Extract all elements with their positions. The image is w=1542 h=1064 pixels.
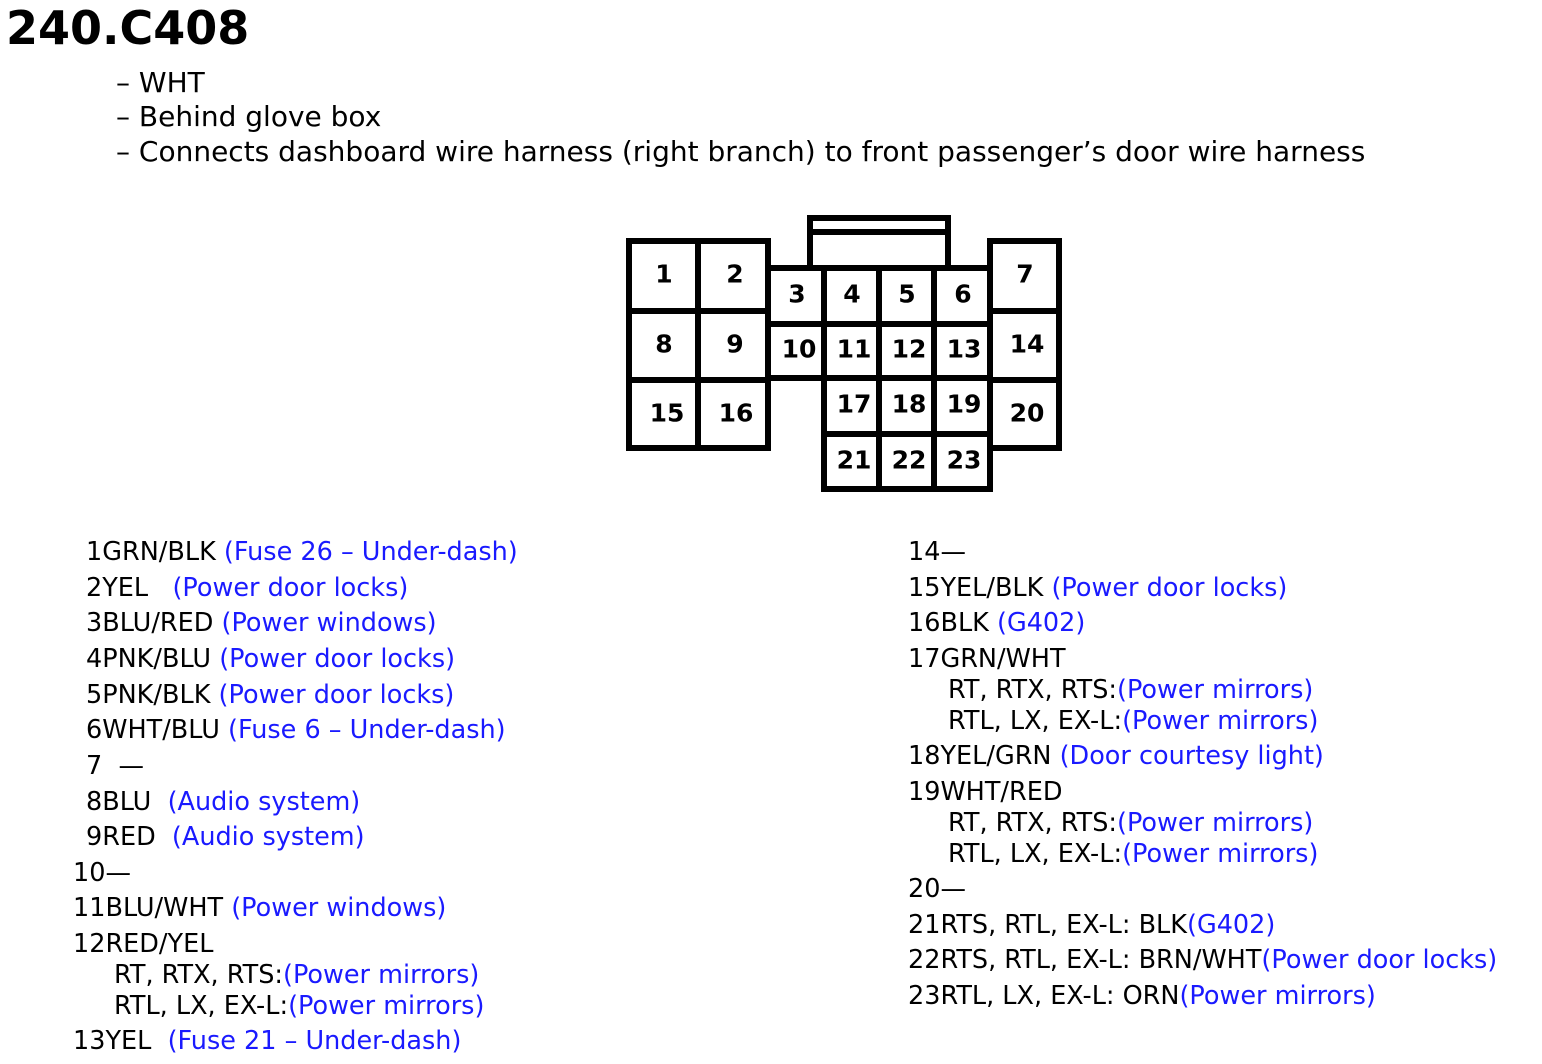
pin-cavity-7: 7: [1016, 260, 1033, 289]
pin-entry-20: 20—: [908, 874, 966, 904]
pin-entry-17: 17GRN/WHT: [908, 644, 1066, 674]
pin-cavity-4: 4: [843, 280, 860, 309]
pin-cavity-17: 17: [837, 390, 872, 419]
pin-cavity-19: 19: [947, 390, 982, 419]
pin-entry-8: 8BLU (Audio system): [86, 787, 361, 817]
pin-entry-1: 1GRN/BLK (Fuse 26 – Under-dash): [86, 537, 518, 567]
pin-entry-10: 10—: [73, 858, 131, 888]
pin-entry-5: 5PNK/BLK (Power door locks): [86, 680, 455, 710]
pin-entry-3: 3BLU/RED (Power windows): [86, 608, 437, 638]
connector-location-note: – Behind glove box: [116, 100, 382, 133]
pin-entry-13: 13YEL (Fuse 21 – Under-dash): [73, 1026, 462, 1056]
connector-color-note: – WHT: [116, 66, 205, 99]
pin-cavity-16: 16: [719, 399, 754, 428]
pin-entry-11: 11BLU/WHT (Power windows): [73, 893, 447, 923]
pin-cavity-9: 9: [726, 330, 743, 359]
pin-cavity-20: 20: [1010, 399, 1045, 428]
connector-title: 240.C408: [6, 1, 250, 55]
pin-cavity-5: 5: [898, 280, 915, 309]
pin-entry-16: 16BLK (G402): [908, 608, 1086, 638]
pin-cavity-22: 22: [892, 446, 927, 475]
pin-cavity-10: 10: [782, 335, 817, 364]
pin-entry-12-variant-1: RT, RTX, RTS:(Power mirrors): [114, 960, 480, 990]
pin-cavity-6: 6: [954, 280, 971, 309]
pin-cavity-23: 23: [947, 446, 982, 475]
pin-entry-17-variant-2: RTL, LX, EX-L:(Power mirrors): [948, 706, 1319, 736]
pin-entry-6: 6WHT/BLU (Fuse 6 – Under-dash): [86, 715, 506, 745]
pin-entry-23: 23RTL, LX, EX-L: ORN(Power mirrors): [908, 981, 1376, 1011]
pin-entry-18: 18YEL/GRN (Door courtesy light): [908, 741, 1324, 771]
pin-cavity-13: 13: [947, 335, 982, 364]
pin-entry-15: 15YEL/BLK (Power door locks): [908, 573, 1288, 603]
locking-tab: [807, 215, 951, 271]
pin-entry-2: 2YEL (Power door locks): [86, 573, 409, 603]
pin-entry-21: 21RTS, RTL, EX-L: BLK(G402): [908, 910, 1276, 940]
pin-cavity-2: 2: [726, 260, 743, 289]
right-pin-block: [987, 238, 1062, 451]
pin-entry-12-variant-2: RTL, LX, EX-L:(Power mirrors): [114, 991, 485, 1021]
pin-cavity-18: 18: [892, 390, 927, 419]
pin-entry-19-variant-2: RTL, LX, EX-L:(Power mirrors): [948, 839, 1319, 869]
pin-cavity-1: 1: [655, 260, 672, 289]
connector-connection-note: – Connects dashboard wire harness (right…: [116, 135, 1366, 168]
pin-entry-4: 4PNK/BLU (Power door locks): [86, 644, 456, 674]
pin-entry-7: 7 —: [86, 751, 144, 781]
pin-cavity-3: 3: [788, 280, 805, 309]
pin-cavity-21: 21: [837, 446, 872, 475]
pin-entry-14: 14—: [908, 537, 966, 567]
pin-cavity-12: 12: [892, 335, 927, 364]
pin-entry-19-variant-1: RT, RTX, RTS:(Power mirrors): [948, 808, 1314, 838]
pin-entry-9: 9RED (Audio system): [86, 822, 365, 852]
pin-cavity-14: 14: [1010, 330, 1045, 359]
pin-cavity-8: 8: [655, 330, 672, 359]
pin-cavity-11: 11: [837, 335, 872, 364]
pin-entry-12: 12RED/YEL: [73, 929, 214, 959]
pin-entry-19: 19WHT/RED: [908, 777, 1063, 807]
pin-entry-22: 22RTS, RTL, EX-L: BRN/WHT(Power door loc…: [908, 945, 1498, 975]
pin-entry-17-variant-1: RT, RTX, RTS:(Power mirrors): [948, 675, 1314, 705]
pin-cavity-15: 15: [650, 399, 685, 428]
